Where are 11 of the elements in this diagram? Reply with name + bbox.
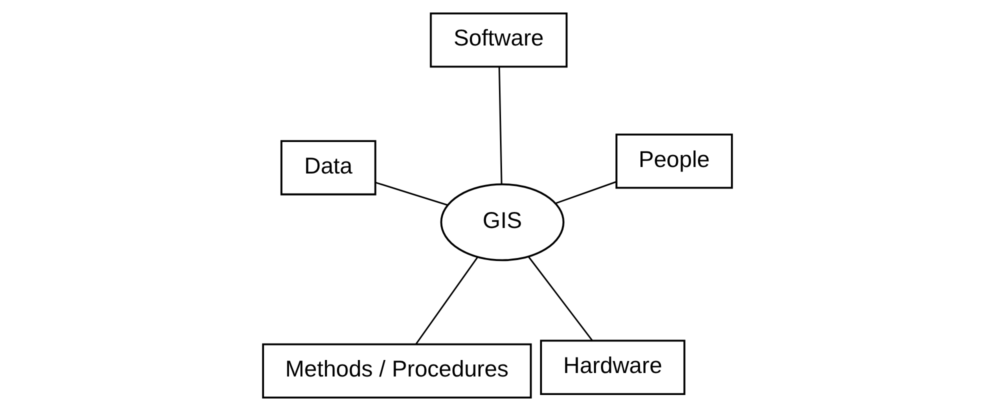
connector: [498, 67, 502, 185]
node-ellipse: GIS: [440, 183, 564, 262]
node-box: Data: [280, 140, 376, 196]
connector: [527, 256, 592, 341]
node-box: Hardware: [540, 340, 685, 395]
connector: [374, 182, 448, 206]
node-box: Methods / Procedures: [262, 343, 532, 399]
node-box: People: [615, 134, 732, 189]
connector: [554, 181, 616, 204]
node-box: Software: [429, 12, 568, 68]
connector: [414, 256, 478, 344]
